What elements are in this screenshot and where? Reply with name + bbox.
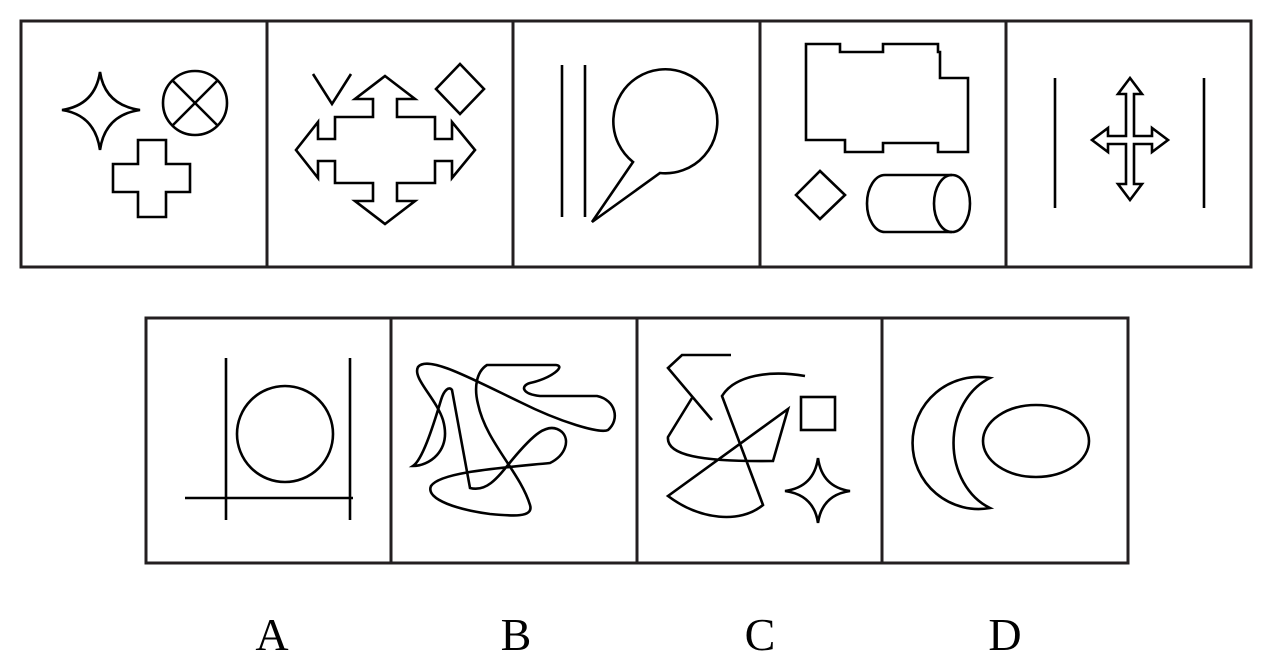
question-cell-3 [560, 65, 719, 224]
v-shape [311, 73, 353, 107]
cross-shape [111, 138, 192, 219]
option-d-figure[interactable] [911, 375, 1091, 511]
question-cell-5 [1053, 75, 1206, 208]
question-cell-2 [294, 62, 486, 226]
tangled-curve-shape [408, 362, 617, 517]
option-a-figure[interactable] [185, 358, 353, 520]
ellipse-shape [981, 403, 1091, 479]
option-c-figure[interactable] [665, 353, 851, 524]
irregular-outline-shape [804, 42, 970, 154]
circle-shape [235, 384, 335, 484]
question-cell-4 [794, 42, 972, 234]
question-cell-1 [61, 69, 229, 219]
option-label-d[interactable]: D [988, 609, 1021, 660]
cylinder-shape [865, 173, 972, 234]
question-row [19, 19, 1253, 269]
option-label-a[interactable]: A [255, 609, 288, 660]
diamond-shape [794, 169, 847, 221]
options-row [144, 316, 1130, 565]
crescent-shape [911, 375, 995, 511]
four-way-arrow-shape [1089, 75, 1171, 203]
four-point-star-shape [61, 71, 141, 151]
circled-x-shape [161, 69, 229, 137]
square-shape [799, 395, 837, 432]
four-way-step-arrow-shape [294, 74, 477, 226]
diamond-shape [434, 62, 486, 116]
four-point-star-shape [784, 457, 851, 524]
question-row-frame [19, 19, 1253, 269]
option-b-figure[interactable] [408, 362, 617, 517]
option-label-b[interactable]: B [501, 609, 532, 660]
option-label-c[interactable]: C [745, 609, 776, 660]
balloon-shape [590, 68, 719, 224]
